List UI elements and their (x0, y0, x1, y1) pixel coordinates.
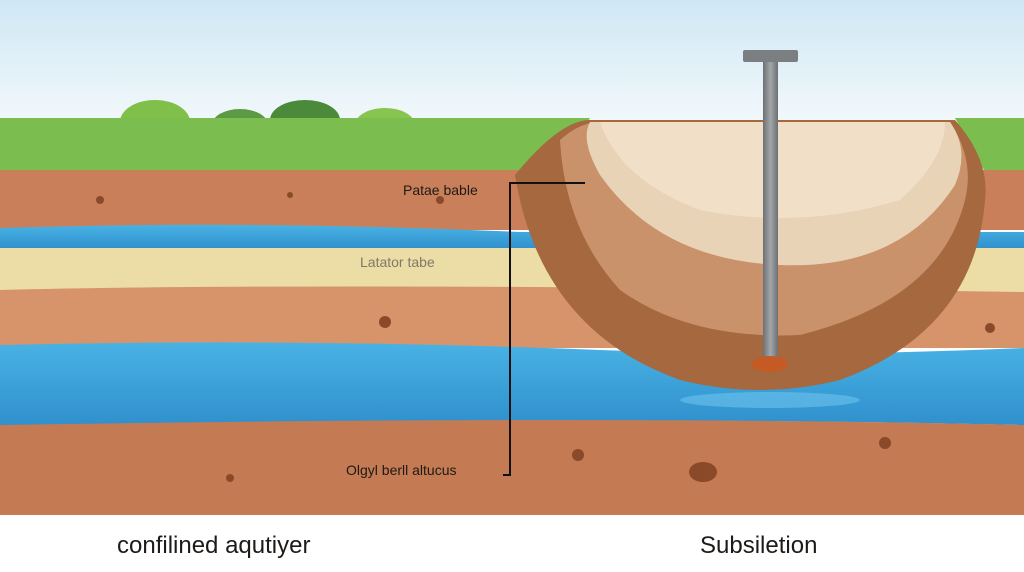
well-base (752, 356, 788, 372)
caption-band (0, 515, 1024, 572)
soil-pebbles (96, 192, 995, 482)
bottom-soil-layer (0, 420, 1024, 515)
confined-aquifer-caption: confilined aqutiyer (117, 532, 311, 559)
aquitard-label: Latator tabe (360, 254, 435, 270)
grass-layer-right (955, 118, 1024, 172)
water-table-label: Patae bable (403, 182, 478, 198)
leader-line (503, 182, 585, 476)
bottom-layer-label: Olgyl berll altucus (346, 462, 457, 478)
subsidence-caption: Subsiletion (700, 532, 818, 559)
grass-layer (0, 118, 590, 172)
well-pipe (763, 60, 778, 360)
water-ripple (680, 392, 860, 408)
well-cap (743, 50, 798, 62)
